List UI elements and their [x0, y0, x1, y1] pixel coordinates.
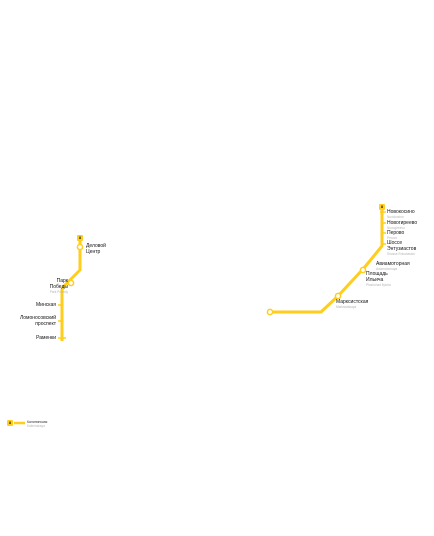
- station-ramenki-label[interactable]: Раменки: [36, 335, 56, 341]
- legend-line-badge: 8: [7, 420, 13, 426]
- station-park-pobedy-label[interactable]: Парк Победы: [49, 278, 68, 290]
- station-marksistskaya-label[interactable]: Марксистская: [336, 299, 369, 305]
- station-tretyakovskaya-marker[interactable]: [266, 308, 274, 316]
- station-aviamotornaya-label[interactable]: Авиамоторная: [376, 261, 410, 267]
- station-perovo-label[interactable]: Перово: [387, 230, 405, 236]
- station-aviamotornaya-sublabel: Aviamotornaya: [376, 267, 398, 271]
- station-delovoy-tsentr-label[interactable]: Деловой Центр: [86, 243, 106, 255]
- station-lomonosovsky-label[interactable]: Ломоносовский проспект: [19, 315, 56, 327]
- station-minskaya-label[interactable]: Минская: [35, 302, 56, 308]
- station-shosse-sublabel: Shosse Entuziastov: [387, 252, 415, 256]
- station-novokosino-label[interactable]: Новокосино: [387, 209, 415, 215]
- station-park-pobedy-marker[interactable]: [67, 279, 75, 287]
- legend-line-name-en: Kalininskaya: [27, 424, 45, 428]
- station-novogireevo-label[interactable]: Новогиреево: [387, 220, 418, 226]
- station-delovoy-tsentr-marker[interactable]: [76, 243, 84, 251]
- station-novokosino-sublabel: Novokosino: [387, 215, 404, 219]
- line-8-badge-east: 8: [379, 204, 385, 210]
- station-novogireevo-sublabel: Novogireevo: [387, 226, 405, 230]
- station-shosse-label[interactable]: Шоссе Энтузиастов: [387, 240, 417, 252]
- station-aviamotornaya-marker[interactable]: [359, 266, 367, 274]
- east-line-path: [270, 210, 384, 314]
- station-park-pobedy-sublabel: Park Pobedy: [49, 290, 68, 294]
- west-line-path: [60, 238, 82, 341]
- station-perovo-sublabel: Perovo: [387, 236, 398, 240]
- station-ploshchad-ilyicha-label[interactable]: Площадь Ильича: [366, 271, 388, 283]
- station-ploshchad-ilyicha-sublabel: Ploshchad Ilyicha: [366, 283, 391, 287]
- line-8-badge-west: 8: [77, 235, 83, 241]
- station-marksistskaya-marker[interactable]: [334, 292, 342, 300]
- legend-line-name: Калининская: [27, 420, 48, 424]
- station-marksistskaya-sublabel: Marksistskaya: [336, 305, 357, 309]
